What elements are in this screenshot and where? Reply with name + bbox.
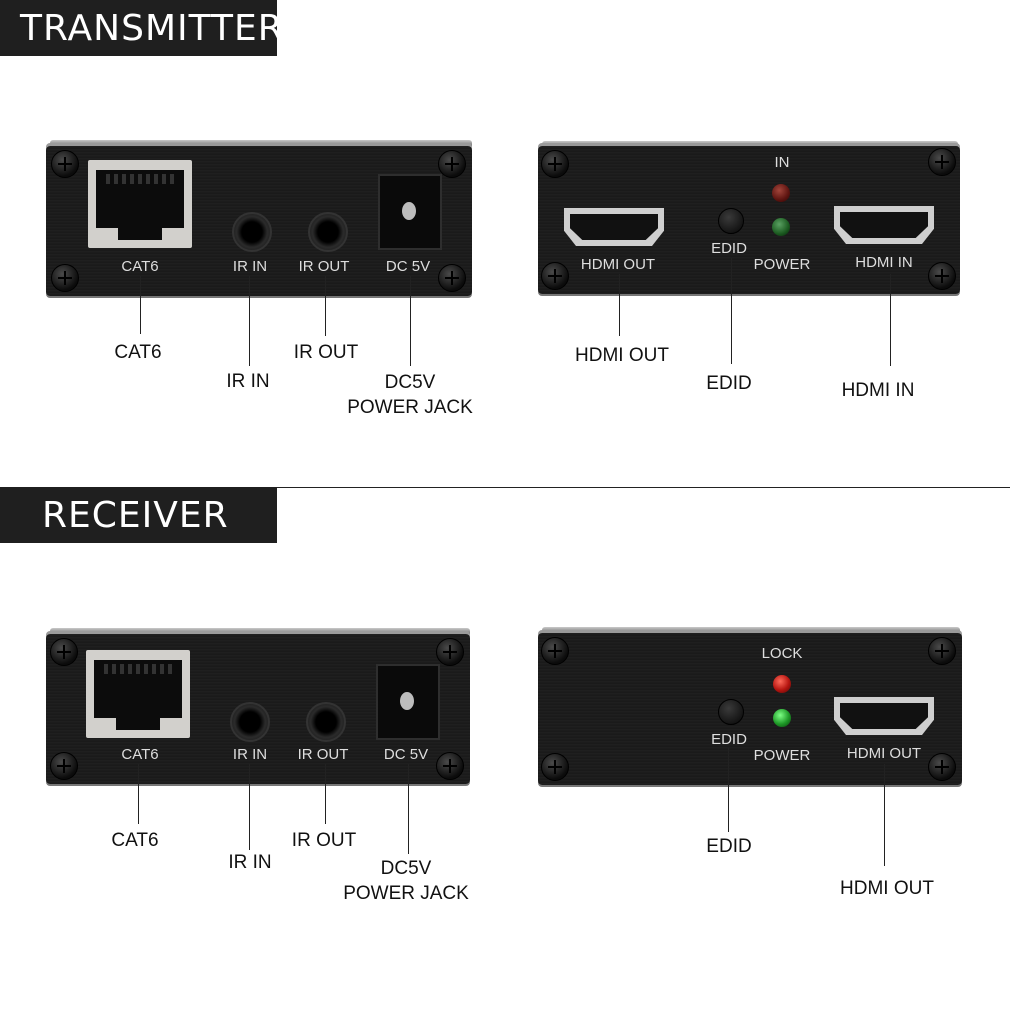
screw-icon	[438, 264, 466, 292]
cat6-callout: CAT6	[114, 342, 162, 363]
dc-power-callout: DC5V POWER JACK	[347, 370, 473, 420]
hdmi-out-panel-label: HDMI OUT	[846, 745, 922, 762]
screw-icon	[541, 150, 569, 178]
callout-line	[249, 764, 250, 850]
ir-out-callout: IR OUT	[291, 830, 357, 851]
transmitter-banner: TRANSMITTER	[0, 0, 283, 56]
ir-in-callout: IR IN	[226, 371, 270, 392]
transmitter-left-panel: CAT6 IR IN IR OUT DC 5V	[46, 146, 472, 296]
receiver-banner: RECEIVER	[0, 487, 277, 543]
callout-line	[325, 764, 326, 824]
dc-callout-line1: DC5V	[380, 858, 432, 879]
screw-icon	[928, 753, 956, 781]
ir-in-callout: IR IN	[228, 852, 272, 873]
dc-callout-line1: DC5V	[384, 372, 436, 393]
panel-top-edge	[542, 627, 960, 633]
transmitter-title: TRANSMITTER	[20, 7, 284, 49]
ir-in-panel-label: IR IN	[232, 258, 268, 275]
ir-out-jack[interactable]	[306, 702, 346, 742]
cat6-callout: CAT6	[111, 830, 159, 851]
callout-line	[410, 276, 411, 366]
ir-in-jack[interactable]	[232, 212, 272, 252]
dc-power-callout: DC5V POWER JACK	[343, 856, 469, 906]
cat6-port[interactable]	[86, 650, 190, 738]
edid-callout: EDID	[706, 373, 752, 394]
ir-out-jack[interactable]	[308, 212, 348, 252]
ir-out-panel-label: IR OUT	[298, 258, 350, 275]
panel-top-edge	[50, 628, 470, 634]
hdmi-out-panel-label: HDMI OUT	[580, 256, 656, 273]
dc-callout-line2: POWER JACK	[347, 397, 473, 418]
screw-icon	[541, 753, 569, 781]
hdmi-in-callout: HDMI IN	[841, 380, 915, 401]
edid-button[interactable]	[718, 699, 744, 725]
callout-line	[138, 764, 139, 824]
in-led	[772, 184, 790, 202]
power-panel-label: POWER	[753, 747, 811, 764]
callout-line	[408, 764, 409, 854]
ir-in-jack[interactable]	[230, 702, 270, 742]
callout-line	[728, 748, 729, 832]
lock-led	[773, 675, 791, 693]
cat6-panel-label: CAT6	[121, 746, 159, 763]
transmitter-right-panel: IN HDMI OUT EDID POWER HDMI IN	[538, 146, 960, 294]
cat6-port[interactable]	[88, 160, 192, 248]
power-led	[772, 218, 790, 236]
edid-button[interactable]	[718, 208, 744, 234]
screw-icon	[436, 638, 464, 666]
callout-line	[731, 258, 732, 364]
screw-icon	[438, 150, 466, 178]
dc-panel-label: DC 5V	[385, 258, 431, 275]
dc-power-jack[interactable]	[376, 664, 440, 740]
screw-icon	[50, 638, 78, 666]
screw-icon	[51, 150, 79, 178]
dc-callout-line2: POWER JACK	[343, 883, 469, 904]
hdmi-in-port[interactable]	[834, 206, 934, 244]
power-led	[773, 709, 791, 727]
ir-out-callout: IR OUT	[293, 342, 359, 363]
receiver-title: RECEIVER	[42, 494, 229, 536]
callout-line	[325, 276, 326, 336]
panel-top-edge	[50, 140, 472, 146]
edid-panel-label: EDID	[711, 240, 747, 257]
receiver-left-panel: CAT6 IR IN IR OUT DC 5V	[46, 634, 470, 784]
hdmi-out-callout: HDMI OUT	[840, 878, 934, 899]
ir-in-panel-label: IR IN	[232, 746, 268, 763]
screw-icon	[541, 262, 569, 290]
screw-icon	[51, 264, 79, 292]
callout-line	[249, 276, 250, 366]
screw-icon	[50, 752, 78, 780]
panel-top-edge	[542, 141, 958, 147]
lock-led-label: LOCK	[761, 645, 803, 662]
callout-line	[140, 276, 141, 334]
screw-icon	[928, 148, 956, 176]
hdmi-in-panel-label: HDMI IN	[855, 254, 913, 271]
cat6-panel-label: CAT6	[121, 258, 159, 275]
edid-panel-label: EDID	[711, 731, 747, 748]
screw-icon	[436, 752, 464, 780]
screw-icon	[541, 637, 569, 665]
edid-callout: EDID	[706, 836, 752, 857]
screw-icon	[928, 262, 956, 290]
section-divider	[277, 487, 1010, 488]
receiver-right-panel: LOCK EDID POWER HDMI OUT	[538, 633, 962, 785]
dc-power-jack[interactable]	[378, 174, 442, 250]
ir-out-panel-label: IR OUT	[297, 746, 349, 763]
callout-line	[890, 274, 891, 366]
dc-panel-label: DC 5V	[383, 746, 429, 763]
callout-line	[619, 274, 620, 336]
power-panel-label: POWER	[753, 256, 811, 273]
hdmi-out-callout: HDMI OUT	[575, 345, 669, 366]
hdmi-out-port[interactable]	[564, 208, 664, 246]
screw-icon	[928, 637, 956, 665]
in-led-label: IN	[774, 154, 790, 171]
hdmi-out-port[interactable]	[834, 697, 934, 735]
callout-line	[884, 764, 885, 866]
